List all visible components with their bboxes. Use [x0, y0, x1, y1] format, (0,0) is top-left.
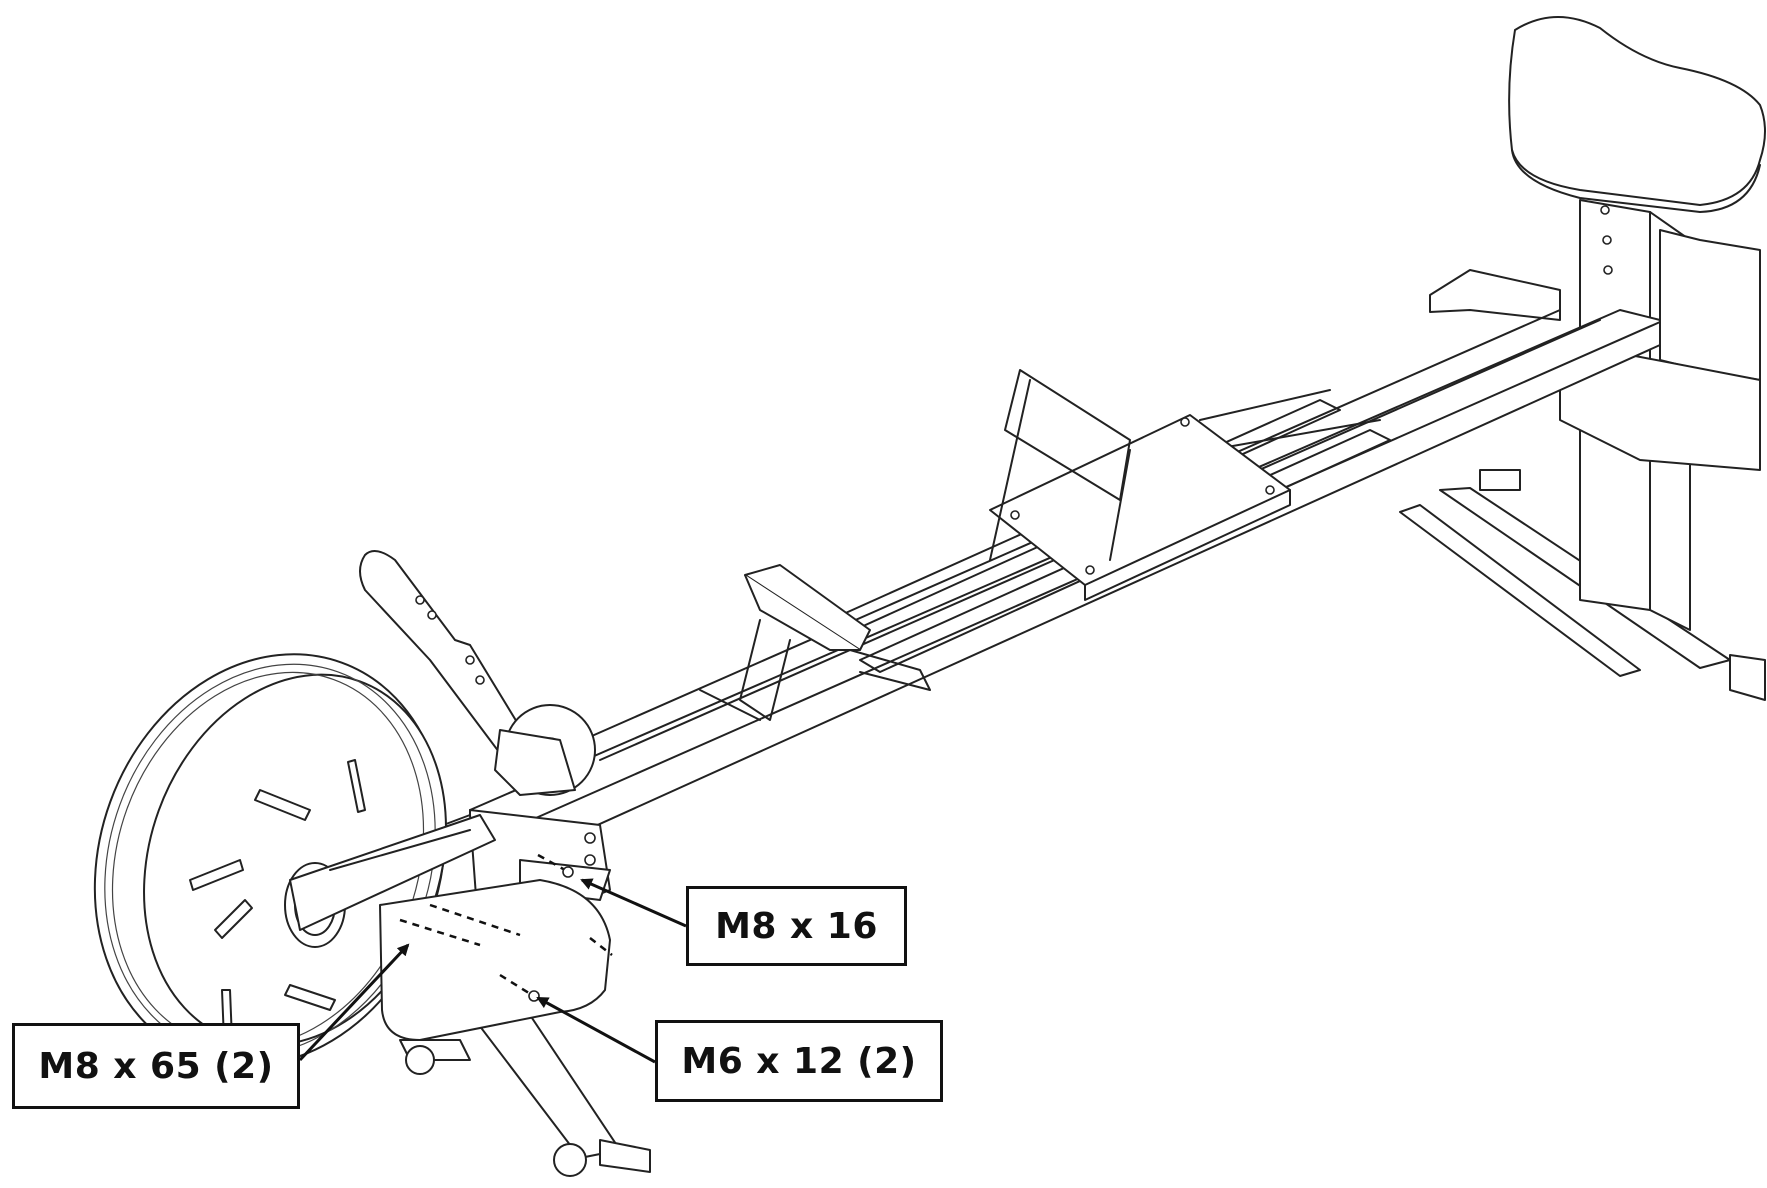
chain-cover-plate [379, 879, 611, 1041]
main-rail [469, 309, 1661, 861]
leader-m6x12 [536, 996, 656, 1064]
drive-belt-housing [289, 814, 496, 931]
leader-m8x16 [580, 878, 687, 928]
seat-carriage [989, 369, 1291, 601]
bolt-m8x65 [399, 903, 521, 947]
footrest [699, 564, 931, 721]
callout-m6x12: M6 x 12 (2) [655, 1020, 943, 1102]
leader-m8x65 [298, 943, 410, 1062]
pivot-disc [494, 704, 596, 796]
seat-back-plates [1429, 229, 1761, 471]
callout-m8x16: M8 x 16 [686, 886, 907, 966]
front-stabilizer [399, 999, 651, 1177]
bolt-m8x16 [537, 853, 574, 878]
seat-cushion [1508, 16, 1766, 213]
callout-m8x65: M8 x 65 (2) [12, 1023, 300, 1109]
flywheel [93, 653, 447, 1067]
